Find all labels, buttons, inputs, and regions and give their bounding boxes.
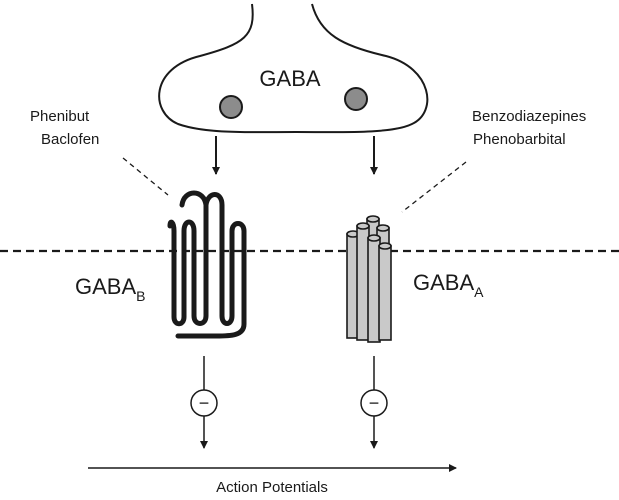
gaba-b-receptor [167,190,247,339]
neuron-label: GABA [259,66,320,91]
drug-label-phenobarbital: Phenobarbital [473,131,566,148]
minus-icon-right: − [369,393,380,413]
drug-label-phenibut: Phenibut [30,108,90,125]
presynaptic-terminal [158,3,429,134]
receptor-a-subscript: A [474,284,484,300]
channel-subunit-4-top [378,242,392,250]
drug-pointer-right [401,161,467,213]
channel-subunit-4 [378,245,392,341]
receptor-b-label: GABAB [75,274,145,304]
channel-subunit-back-2-top [376,224,390,232]
drug-pointer-left [122,157,169,196]
gaba-vesicle-left [219,95,243,119]
gaba-a-receptor [346,215,392,343]
drug-label-benzodiazepines: Benzodiazepines [472,108,586,125]
receptor-a-main: GABA [413,270,474,295]
action-potentials-label: Action Potentials [216,479,328,495]
channel-subunit-2-top [356,222,370,230]
channel-subunit-3-top [367,234,381,242]
receptor-a-label: GABAA [413,270,484,300]
minus-icon-left: − [199,393,210,413]
receptor-b-main: GABA [75,274,136,299]
drug-label-baclofen: Baclofen [41,131,99,148]
receptor-b-subscript: B [136,288,145,304]
channel-subunit-back-1-top [366,215,380,223]
gaba-vesicle-right [344,87,368,111]
